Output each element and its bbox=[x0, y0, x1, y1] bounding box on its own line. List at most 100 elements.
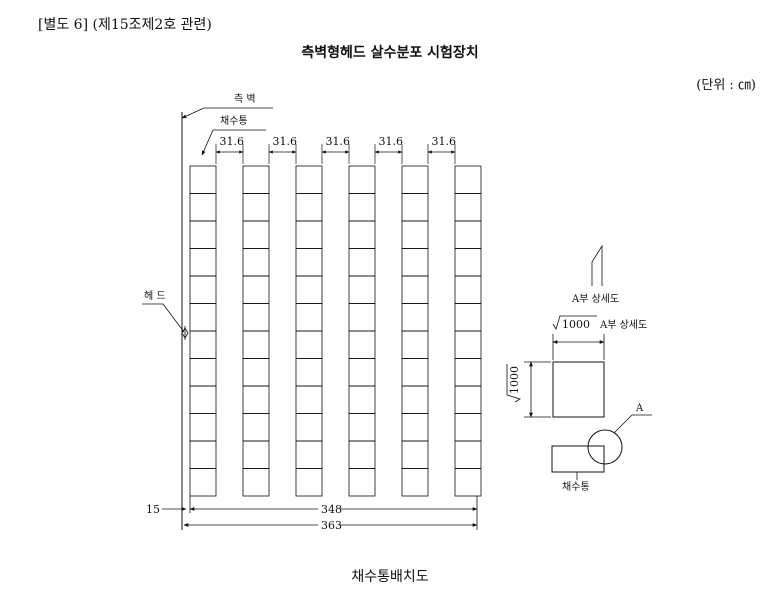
point-a-circle bbox=[587, 429, 623, 465]
collector-box bbox=[348, 193, 376, 222]
spacing-value: 31.6 bbox=[379, 135, 404, 148]
collector-box bbox=[242, 385, 270, 414]
collector-box bbox=[242, 303, 270, 332]
collector-box bbox=[295, 413, 323, 442]
collector-box bbox=[348, 468, 376, 497]
detail-a-label-2: A부 상세도 bbox=[599, 319, 647, 331]
collector-box bbox=[242, 358, 270, 387]
spacing-value: 31.6 bbox=[326, 135, 351, 148]
collector-box bbox=[242, 275, 270, 304]
collector-box bbox=[401, 275, 429, 304]
collector-box bbox=[189, 330, 217, 359]
collector-box bbox=[454, 165, 482, 194]
collector-box bbox=[295, 248, 323, 277]
head-symbol bbox=[181, 326, 189, 340]
detail-a-label-1: A부 상세도 bbox=[571, 293, 619, 305]
collector-box bbox=[348, 303, 376, 332]
collector-box bbox=[189, 413, 217, 442]
collector-box bbox=[454, 440, 482, 469]
collector-box bbox=[295, 358, 323, 387]
figure-caption: 채수통배치도 bbox=[351, 569, 429, 585]
collector-box bbox=[189, 193, 217, 222]
collector-box bbox=[454, 358, 482, 387]
side-wall-label: 측 벽 bbox=[234, 93, 256, 105]
collector-box bbox=[242, 220, 270, 249]
collector-box bbox=[348, 220, 376, 249]
collector-box bbox=[242, 165, 270, 194]
side-wall-leader bbox=[181, 107, 273, 119]
collector-label: 채수통 bbox=[220, 115, 248, 127]
collector-box bbox=[348, 248, 376, 277]
collector-box bbox=[401, 358, 429, 387]
collector-box bbox=[189, 468, 217, 497]
detail-square bbox=[552, 361, 605, 418]
collector-box bbox=[401, 413, 429, 442]
collector-box bbox=[401, 303, 429, 332]
collector-box bbox=[295, 303, 323, 332]
collector-box bbox=[401, 440, 429, 469]
spacing-value: 31.6 bbox=[220, 135, 245, 148]
outer-width-value: 363 bbox=[321, 519, 342, 532]
collector-box bbox=[454, 220, 482, 249]
collector-box bbox=[189, 440, 217, 469]
reference-label: [별도 6] (제15조제2호 관련) bbox=[38, 17, 212, 33]
page-title: 측벽형헤드 살수분포 시험장치 bbox=[301, 45, 479, 61]
collector-box bbox=[348, 385, 376, 414]
collector-box bbox=[454, 303, 482, 332]
collector-grid bbox=[189, 165, 482, 497]
collector-leader bbox=[201, 129, 266, 156]
collector-box bbox=[295, 193, 323, 222]
collector-box bbox=[348, 330, 376, 359]
collector-small-rect bbox=[551, 445, 605, 473]
spacing-value: 31.6 bbox=[273, 135, 298, 148]
collector-box bbox=[401, 468, 429, 497]
inner-width-value: 348 bbox=[321, 503, 342, 516]
collector-box bbox=[189, 220, 217, 249]
collector-box bbox=[454, 468, 482, 497]
spacing-dimensions: 31.6 31.6 31.6 31.6 31.6 bbox=[215, 135, 457, 164]
sqrt-symbol-side bbox=[506, 364, 521, 403]
collector-box bbox=[242, 330, 270, 359]
collector-box bbox=[295, 275, 323, 304]
collector-box bbox=[189, 385, 217, 414]
collector-box bbox=[454, 385, 482, 414]
collector-box bbox=[189, 165, 217, 194]
collector-box bbox=[401, 385, 429, 414]
collector-box bbox=[189, 275, 217, 304]
collector-box bbox=[295, 330, 323, 359]
collector-box bbox=[295, 165, 323, 194]
collector-box bbox=[454, 275, 482, 304]
collector-small-label: 채수통 bbox=[562, 481, 590, 493]
sqrt-value-side: 1000 bbox=[508, 366, 521, 394]
collector-box bbox=[454, 330, 482, 359]
collector-box bbox=[242, 248, 270, 277]
sqrt-value-top: 1000 bbox=[562, 318, 590, 331]
collector-box bbox=[454, 248, 482, 277]
collector-box bbox=[295, 385, 323, 414]
collector-box bbox=[348, 358, 376, 387]
collector-box bbox=[242, 413, 270, 442]
collector-box bbox=[454, 193, 482, 222]
collector-box bbox=[401, 193, 429, 222]
collector-box bbox=[295, 468, 323, 497]
collector-box bbox=[295, 440, 323, 469]
point-a-label: A bbox=[635, 403, 644, 414]
point-a-leader bbox=[613, 414, 652, 434]
collector-box bbox=[189, 303, 217, 332]
collector-box bbox=[454, 413, 482, 442]
head-leader bbox=[142, 303, 185, 333]
collector-box bbox=[401, 165, 429, 194]
spacing-value: 31.6 bbox=[432, 135, 457, 148]
collector-box bbox=[401, 220, 429, 249]
collector-box bbox=[348, 275, 376, 304]
collector-box bbox=[348, 413, 376, 442]
collector-box bbox=[242, 440, 270, 469]
collector-box bbox=[242, 193, 270, 222]
collector-box bbox=[295, 220, 323, 249]
head-label: 헤 드 bbox=[144, 290, 166, 302]
collector-box bbox=[348, 440, 376, 469]
collector-box bbox=[242, 468, 270, 497]
sqrt-symbol-top bbox=[552, 315, 597, 330]
collector-box bbox=[348, 165, 376, 194]
